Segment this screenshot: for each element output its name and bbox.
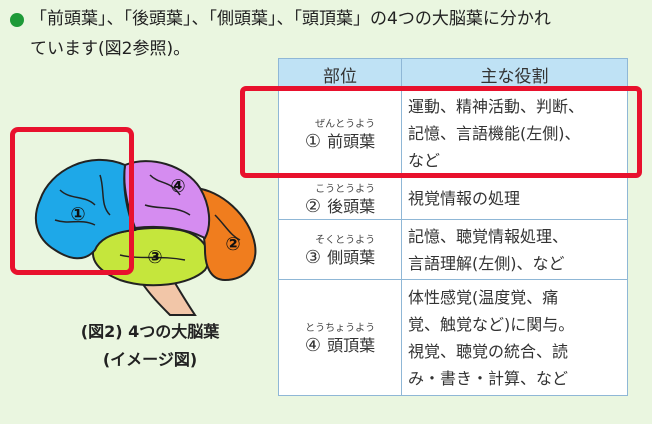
lobe-role-cell: 体性感覚(温度覚、痛 覚、触覚など)に関与。 視覚、聴覚の統合、読 み・書き・計… [401,279,628,396]
lobe-number: ③ [304,246,322,268]
lobe-name: 側頭葉 [327,247,376,267]
lobe-name: 後頭葉 [327,196,376,216]
lobe-role-cell: 視覚情報の処理 [401,177,628,220]
intro-line-2: ています(図2参照)。 [30,39,191,59]
highlight-box-frontal-row [240,86,642,178]
role-line: など [408,151,441,170]
figure-caption: (図2) 4つの大脳葉 (イメージ図) [40,318,260,374]
role-line: 覚、触覚など)に関与。 [408,314,575,334]
role-line: 言語理解(左側)、など [408,253,565,273]
lobe-number: ④ [304,334,322,356]
bullet-icon [10,13,24,27]
table-header-row: 部位 主な役割 [278,58,628,90]
brain-illustration: ① ② ③ ④ [34,159,257,316]
label-parietal: ④ [170,176,185,197]
highlight-box-frontal-figure [10,127,134,275]
role-line: 運動、精神活動、判断、 [408,97,585,116]
header-part: 部位 [278,58,402,90]
frontal-lobe-shape [34,159,137,260]
role-line: み・書き・計算、など [408,368,569,388]
role-line: 記憶、言語機能(左側)、 [408,124,581,143]
role-line: 記憶、聴覚情報処理、 [408,226,569,246]
brainstem-shape [138,276,197,316]
intro-line-1: 「前頭葉」、「後頭葉」、「側頭葉」、「頭頂葉」の4つの大脳葉に分かれ [30,9,551,29]
lobe-name: 前頭葉 [327,131,376,151]
brain-folds [54,174,241,261]
caption-line-1: (図2) 4つの大脳葉 [80,322,220,341]
parietal-lobe-shape [123,160,211,240]
header-role: 主な役割 [401,58,628,90]
role-line: 視覚、聴覚の統合、読 [408,341,569,361]
role-line: 視覚情報の処理 [408,189,521,208]
lobe-role-cell: 記憶、聴覚情報処理、 言語理解(左側)、など [401,219,628,280]
ruby-reading: そくとうよう [315,234,376,246]
ruby-reading: とうちょうよう [305,322,376,334]
ruby-reading: ぜんとうよう [315,118,376,130]
lobe-name: 頭頂葉 [327,335,376,355]
ruby-reading: こうとうよう [315,183,376,195]
label-occipital: ② [225,234,240,255]
lobe-number: ② [304,195,322,217]
role-line: 体性感覚(温度覚、痛 [408,287,559,307]
caption-line-2: (イメージ図) [102,350,198,369]
lobe-number: ① [304,130,322,152]
label-frontal: ① [70,204,85,225]
label-temporal: ③ [147,247,162,268]
